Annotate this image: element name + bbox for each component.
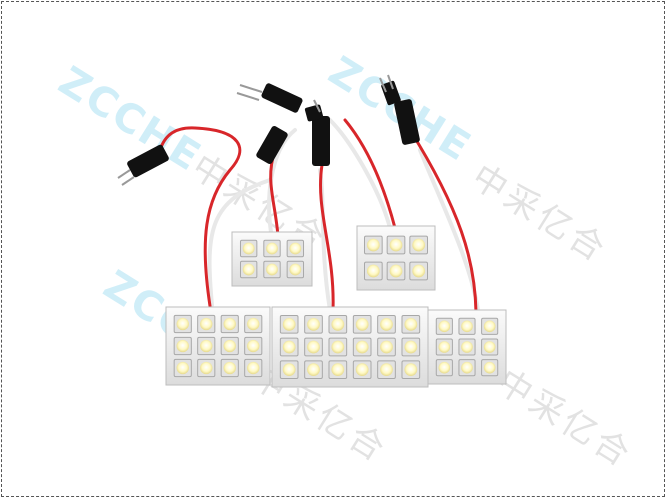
led-chip: [223, 339, 236, 353]
led-chip: [331, 317, 345, 331]
led-chip: [331, 340, 345, 354]
led-chip: [438, 361, 451, 374]
led-chip: [200, 317, 213, 331]
panel-small-top-right: [356, 225, 436, 291]
led-chip: [355, 317, 369, 331]
led-chip: [307, 363, 320, 377]
led-chip: [355, 340, 369, 354]
led-chip: [176, 361, 189, 375]
board: [356, 225, 436, 291]
led-boards: [165, 225, 507, 388]
led-chip: [266, 263, 278, 276]
led-chip: [282, 317, 296, 331]
connector-4: [379, 74, 420, 145]
led-chip: [404, 363, 418, 377]
led-chip: [266, 242, 278, 255]
led-chip: [355, 363, 369, 377]
led-chip: [366, 238, 380, 252]
led-chip: [380, 340, 393, 354]
led-chip: [307, 317, 320, 331]
connector-3: [304, 99, 330, 166]
led-chip: [223, 361, 236, 375]
led-chip: [461, 320, 473, 333]
led-chip: [200, 361, 213, 375]
led-chip: [242, 263, 255, 276]
led-chip: [461, 341, 473, 353]
led-chip: [247, 317, 260, 331]
led-chip: [282, 363, 296, 377]
led-chip: [412, 238, 426, 252]
led-chip: [176, 339, 189, 353]
led-chip: [483, 341, 496, 353]
connectors: [117, 74, 420, 186]
led-chip: [223, 317, 236, 331]
connector-1: [117, 144, 169, 186]
led-chip: [483, 361, 496, 374]
led-chip: [461, 361, 473, 374]
led-chip: [389, 264, 403, 278]
led-chip: [200, 339, 213, 353]
led-chip: [404, 317, 418, 331]
led-chip: [483, 320, 496, 333]
panel-left: [165, 306, 271, 386]
led-chip: [438, 341, 451, 353]
wires-red: [158, 118, 478, 314]
led-chip: [380, 363, 393, 377]
panel-right: [427, 309, 507, 385]
led-chip: [389, 238, 403, 252]
led-chip: [438, 320, 451, 333]
panel-small-top-left: [231, 231, 313, 287]
led-chip: [289, 263, 302, 276]
led-chip: [412, 264, 426, 278]
connector-2: [236, 83, 303, 164]
led-chip: [247, 339, 260, 353]
led-chip: [331, 363, 345, 377]
led-chip: [282, 340, 296, 354]
led-chip: [289, 242, 302, 255]
led-chip: [242, 242, 255, 255]
led-chip: [247, 361, 260, 375]
led-chip: [380, 317, 393, 331]
led-chip: [176, 317, 189, 331]
panel-center: [271, 306, 429, 388]
led-chip: [404, 340, 418, 354]
led-chip: [366, 264, 380, 278]
led-chip: [307, 340, 320, 354]
